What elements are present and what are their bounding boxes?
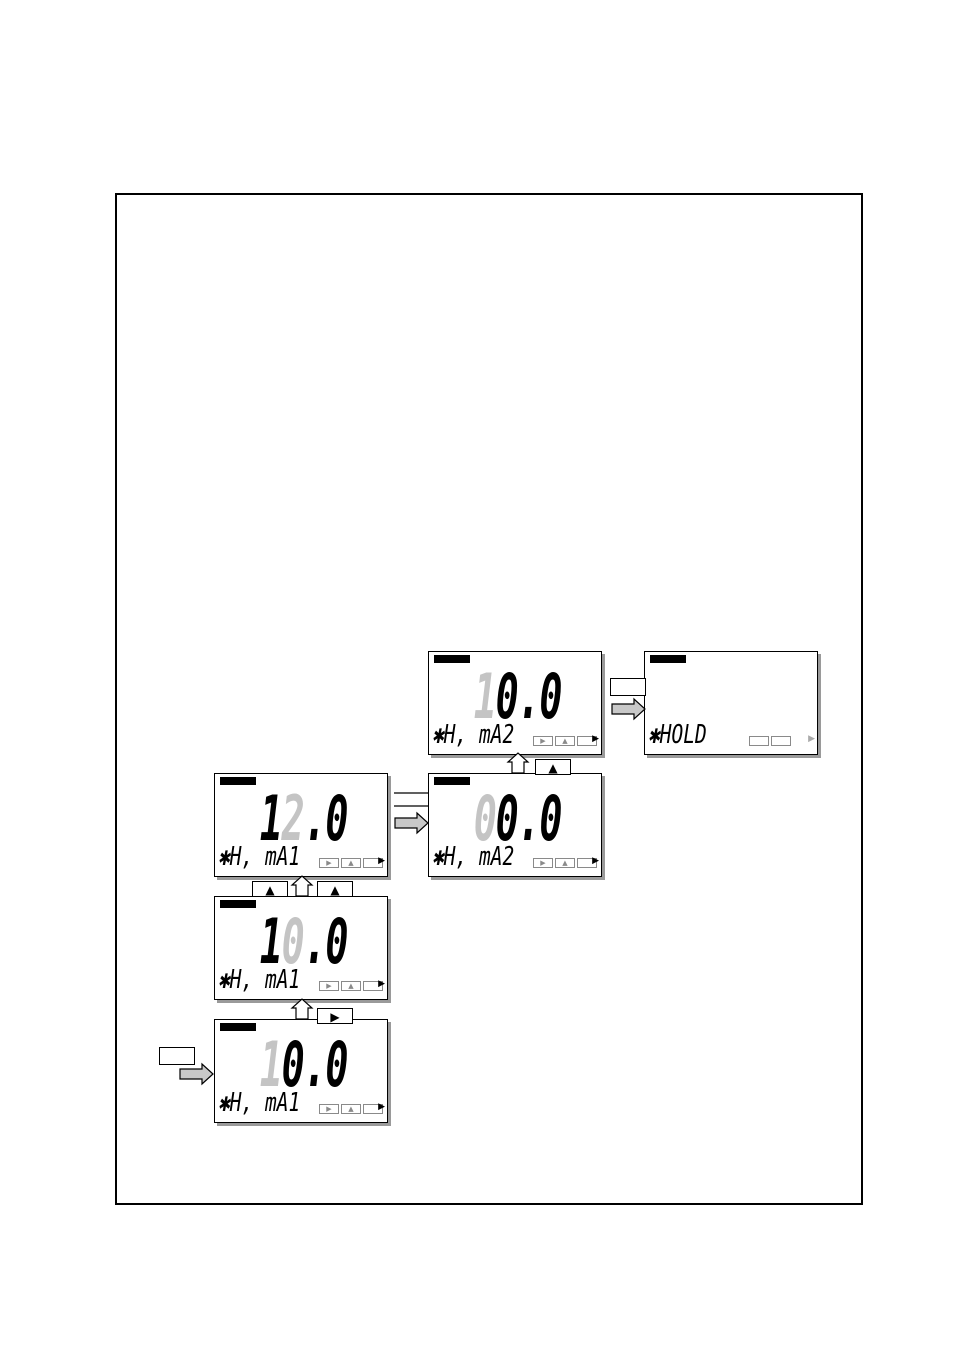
right-arrow-icon	[612, 699, 645, 719]
up-arrow-icon	[292, 876, 312, 896]
right-arrow-icon	[395, 813, 428, 833]
up-arrow-icon	[292, 999, 312, 1019]
right-arrow-icon	[180, 1064, 213, 1084]
up-arrow-icon	[508, 753, 528, 773]
